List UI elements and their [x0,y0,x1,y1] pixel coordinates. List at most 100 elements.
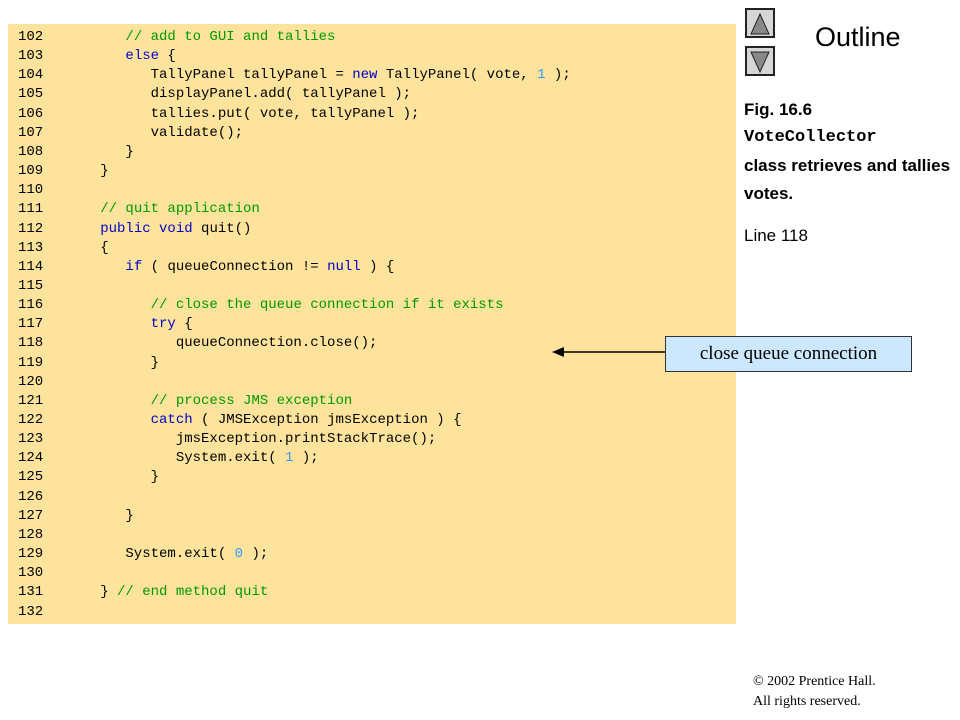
code-comment: // process JMS exception [150,392,353,409]
code-line: 111 // quit application [8,200,736,219]
code-line: 125 } [8,468,736,487]
line-number: 106 [18,105,44,122]
code-keyword: if [125,258,143,275]
code-token: } [75,584,118,601]
code-text: // process JMS exception [75,392,353,411]
code-line: 103 else { [8,47,736,66]
code-line: 132 [8,603,736,622]
line-number: 128 [18,526,44,543]
code-token: validate(); [75,124,244,141]
triangle-down-icon [750,51,770,73]
code-line: 116 // close the queue connection if it … [8,296,736,315]
code-line: 127 } [8,507,736,526]
line-number: 129 [18,546,44,563]
code-keyword: catch [150,412,193,428]
line-number: 113 [18,239,44,256]
line-number: 108 [18,143,44,160]
code-token: jmsException.printStackTrace(); [75,431,437,448]
code-line: 105 displayPanel.add( tallyPanel ); [8,85,736,104]
code-token: } [75,507,134,524]
line-number: 117 [18,316,44,333]
code-token: ( JMSException jmsException ) { [192,412,462,428]
code-line: 124 System.exit( 1 ); [8,449,736,468]
figure-class-name: VoteCollector [744,128,877,147]
code-text: { [75,239,108,258]
code-token: System.exit( [75,546,235,563]
code-text: public void quit() [75,220,251,239]
code-line: 102 // add to GUI and tallies [8,28,736,47]
code-token [75,259,125,275]
code-text: } [75,143,134,162]
code-comment: // end method quit [117,584,269,601]
code-token: } [75,469,160,486]
code-token: ); [545,67,571,84]
code-token: displayPanel.add( tallyPanel ); [75,86,412,103]
code-text: queueConnection.close(); [75,334,378,353]
code-keyword: try [150,316,176,333]
code-token: { [159,48,176,65]
code-token: TallyPanel tallyPanel = [75,67,353,84]
line-number: 109 [18,163,44,180]
code-text: if ( queueConnection != null ) { [75,258,394,277]
line-number: 118 [18,335,44,352]
code-line: 104 TallyPanel tallyPanel = new TallyPan… [8,66,736,85]
line-number: 103 [18,48,44,65]
code-line: 126 [8,488,736,507]
code-token: quit() [192,220,252,237]
line-number: 104 [18,67,44,84]
code-token [75,393,151,409]
code-text: displayPanel.add( tallyPanel ); [75,85,411,104]
code-token: } [75,143,134,160]
code-line: 112 public void quit() [8,220,736,239]
outline-title[interactable]: Outline [815,22,901,52]
line-number: 127 [18,507,44,524]
code-text: } [75,468,159,487]
line-number: 115 [18,277,44,294]
line-number: 121 [18,392,44,409]
copyright-symbol: © [753,674,764,689]
figure-label: Fig. 16.6 [744,100,813,119]
code-number: 1 [537,67,546,84]
code-text: try { [75,315,193,334]
code-line: 122 catch ( JMSException jmsException ) … [8,411,736,430]
code-text: } [75,354,159,373]
line-number: 132 [18,603,44,620]
line-number: 112 [18,220,44,237]
code-keyword: else [125,48,160,65]
code-line: 120 [8,373,736,392]
code-line: 121 // process JMS exception [8,392,736,411]
code-number: 0 [234,546,244,563]
line-number: 123 [18,431,44,448]
line-number: 124 [18,450,44,467]
callout-arrow-icon [552,347,666,357]
code-keyword: new [352,67,378,84]
copyright-year: 2002 Prentice Hall. [767,674,876,689]
code-comment: // add to GUI and tallies [125,29,336,45]
code-text: catch ( JMSException jmsException ) { [75,411,462,430]
code-text: } [75,507,134,526]
line-number: 105 [18,86,44,103]
code-token: System.exit( [75,450,286,467]
code-text: validate(); [75,124,243,143]
code-token [75,48,125,64]
line-number: 111 [18,201,44,218]
code-token: ); [243,546,269,563]
figure-description: class retrieves and tallies votes. [744,156,951,203]
previous-slide-button[interactable] [745,8,775,38]
code-line: 131 } // end method quit [8,583,736,602]
triangle-up-icon [750,13,770,35]
code-token [75,297,151,313]
next-slide-button[interactable] [745,46,775,76]
code-token: ( queueConnection != [142,258,328,275]
code-text: else { [75,47,176,66]
code-line: 114 if ( queueConnection != null ) { [8,258,736,277]
line-number: 126 [18,488,44,505]
line-number: 131 [18,584,44,601]
code-line: 117 try { [8,315,736,334]
line-number: 110 [18,182,44,199]
code-token [75,221,100,237]
code-keyword: public void [100,220,193,237]
line-number: 122 [18,412,44,428]
line-number: 102 [18,29,44,45]
